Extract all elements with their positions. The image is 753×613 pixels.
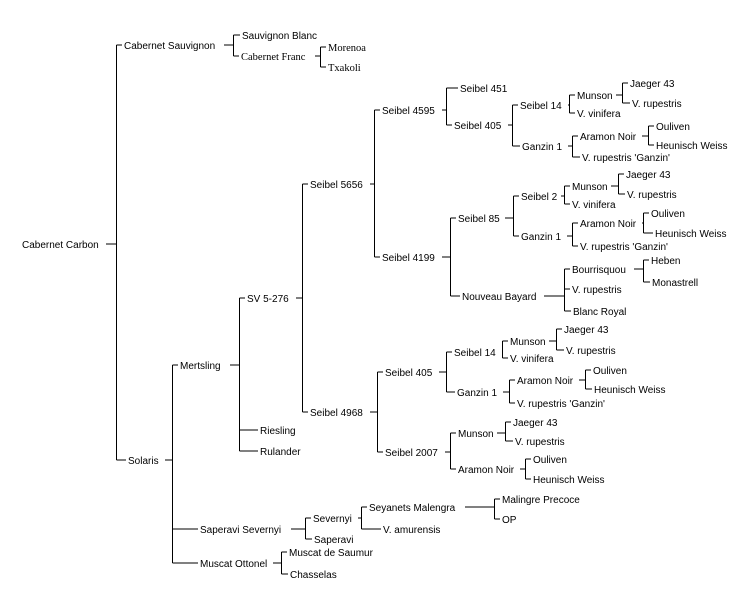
node-morenoa: Morenoa: [328, 43, 366, 54]
node-saperavi-severnyi: Saperavi Severnyi: [200, 525, 281, 536]
node-munson-d: Munson: [458, 429, 494, 440]
node-heunisch-weiss-c: Heunisch Weiss: [594, 385, 666, 396]
node-ganzin-1-c: Ganzin 1: [457, 388, 497, 399]
node-rulander: Rulander: [260, 447, 301, 458]
node-seibel-5656: Seibel 5656: [310, 180, 363, 191]
pedigree-connectors: [106, 34, 654, 575]
node-v-vinifera-c: V. vinifera: [510, 354, 554, 365]
node-v-rupestris-ganzin-c: V. rupestris 'Ganzin': [517, 399, 605, 410]
node-saperavi: Saperavi: [314, 535, 353, 546]
node-nouveau-bayard: Nouveau Bayard: [462, 292, 537, 303]
node-seibel-4199: Seibel 4199: [382, 253, 435, 264]
node-riesling: Riesling: [260, 426, 296, 437]
node-munson-b: Munson: [572, 182, 608, 193]
node-blanc-royal: Blanc Royal: [573, 307, 626, 318]
node-jaeger-43-a: Jaeger 43: [630, 79, 675, 90]
node-aramon-noir-a: Aramon Noir: [580, 132, 637, 143]
node-monastrell: Monastrell: [652, 278, 698, 289]
node-ouliven-d: Ouliven: [533, 455, 567, 466]
node-aramon-noir-c: Aramon Noir: [517, 376, 574, 387]
node-mertsling: Mertsling: [180, 361, 221, 372]
node-seibel-4595: Seibel 4595: [382, 106, 435, 117]
node-seibel-2: Seibel 2: [521, 192, 558, 203]
node-sv-5-276: SV 5-276: [247, 294, 289, 305]
node-jaeger-43-b: Jaeger 43: [626, 170, 671, 181]
node-aramon-noir-b: Aramon Noir: [580, 219, 637, 230]
node-seibel-14-a: Seibel 14: [520, 101, 562, 112]
node-seibel-405-a: Seibel 405: [454, 121, 502, 132]
node-seibel-451: Seibel 451: [460, 84, 508, 95]
node-v-rupestris-b: V. rupestris: [627, 190, 677, 201]
node-chasselas: Chasselas: [290, 570, 337, 581]
node-bourrisquou: Bourrisquou: [572, 265, 626, 276]
node-severnyi: Severnyi: [313, 514, 352, 525]
node-aramon-noir-d: Aramon Noir: [458, 465, 515, 476]
node-malingre-precoce: Malingre Precoce: [502, 495, 580, 506]
node-jaeger-43-c: Jaeger 43: [564, 325, 609, 336]
node-v-rupestris-a: V. rupestris: [632, 99, 682, 110]
node-munson-a: Munson: [577, 91, 613, 102]
node-cabernet-sauvignon: Cabernet Sauvignon: [124, 41, 215, 52]
node-seibel-4968: Seibel 4968: [310, 408, 363, 419]
node-heunisch-weiss-d: Heunisch Weiss: [533, 475, 605, 486]
node-heunisch-weiss-a: Heunisch Weiss: [656, 141, 728, 152]
node-v-rupestris-e: V. rupestris: [515, 437, 565, 448]
pedigree-labels: Cabernet Carbon Cabernet Sauvignon Sauvign…: [22, 31, 728, 581]
node-ouliven-c: Ouliven: [593, 366, 627, 377]
node-jaeger-43-d: Jaeger 43: [513, 418, 558, 429]
node-solaris: Solaris: [128, 456, 159, 467]
node-ganzin-1-b: Ganzin 1: [521, 232, 561, 243]
node-cabernet-franc: Cabernet Franc: [241, 52, 306, 63]
node-seibel-405-b: Seibel 405: [385, 368, 433, 379]
node-v-rupestris-c: V. rupestris: [572, 285, 622, 296]
node-ouliven-a: Ouliven: [656, 122, 690, 133]
node-v-vinifera-a: V. vinifera: [577, 109, 621, 120]
node-txakoli: Txakoli: [328, 63, 361, 74]
node-cabernet-carbon: Cabernet Carbon: [22, 240, 99, 251]
node-munson-c: Munson: [510, 337, 546, 348]
node-seibel-14-b: Seibel 14: [454, 348, 496, 359]
node-v-vinifera-b: V. vinifera: [572, 200, 616, 211]
node-v-rupestris-d: V. rupestris: [566, 346, 616, 357]
node-muscat-ottonel: Muscat Ottonel: [200, 559, 267, 570]
node-seibel-2007: Seibel 2007: [385, 448, 438, 459]
node-muscat-de-saumur: Muscat de Saumur: [289, 548, 374, 559]
node-ouliven-b: Ouliven: [651, 209, 685, 220]
node-heunisch-weiss-b: Heunisch Weiss: [655, 229, 727, 240]
node-sauvignon-blanc: Sauvignon Blanc: [242, 31, 317, 42]
node-heben: Heben: [651, 256, 680, 267]
node-op: OP: [502, 515, 517, 526]
node-v-amurensis: V. amurensis: [383, 525, 440, 536]
node-seyanets-malengra: Seyanets Malengra: [369, 503, 456, 514]
node-v-rupestris-ganzin-b: V. rupestris 'Ganzin': [580, 242, 668, 253]
node-v-rupestris-ganzin-a: V. rupestris 'Ganzin': [582, 153, 670, 164]
node-ganzin-1-a: Ganzin 1: [522, 142, 562, 153]
node-seibel-85: Seibel 85: [458, 214, 500, 225]
